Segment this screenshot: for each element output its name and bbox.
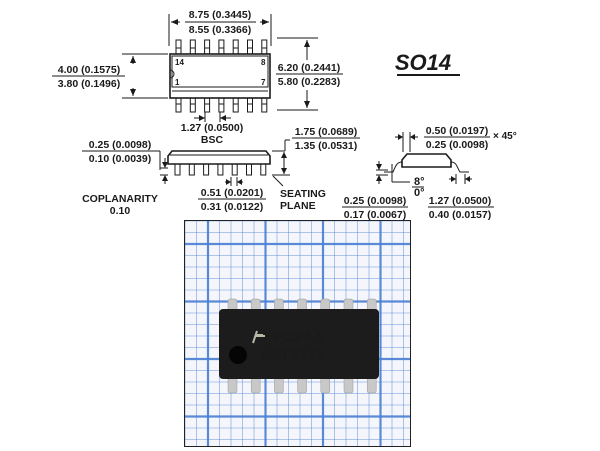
standoff-max: 0.25 (0.0098) <box>89 139 151 151</box>
end-view: 0.50 (0.0197) 0.25 (0.0098) × 45° 8° 0° … <box>342 125 517 220</box>
foot-angle-min: 0° <box>414 187 425 199</box>
lead <box>218 98 225 113</box>
lead <box>175 98 182 113</box>
lead <box>232 98 239 113</box>
lead <box>261 39 268 54</box>
chip-photo: PC8AA FST3125 <box>184 220 411 447</box>
lead <box>175 39 182 54</box>
chip-marking-line1: PC8AA <box>273 329 325 345</box>
top-view-body <box>169 53 271 99</box>
height-max: 1.75 (0.0689) <box>295 126 357 138</box>
lead-width-max: 0.51 (0.0201) <box>201 187 263 199</box>
top-view-lower-leads <box>175 98 268 113</box>
side-lead <box>203 163 210 176</box>
lead <box>204 39 211 54</box>
lead <box>204 98 211 113</box>
lead-thickness-max: 0.25 (0.0098) <box>344 195 406 207</box>
photo-lead <box>250 376 261 394</box>
pitch-value: 1.27 (0.0500) <box>181 122 243 134</box>
body-length-min: 8.55 (0.3366) <box>189 24 251 36</box>
lead <box>261 98 268 113</box>
top-view-upper-leads <box>175 39 268 54</box>
pin-label-1: 1 <box>175 78 180 87</box>
fairchild-logo-icon <box>252 330 265 344</box>
side-lead <box>174 163 181 176</box>
lead <box>189 39 196 54</box>
lead-thickness-min: 0.17 (0.0067) <box>344 209 406 220</box>
package-title: SO14 <box>395 50 451 75</box>
standoff-dimension: 0.25 (0.0098) 0.10 (0.0039) <box>82 139 168 184</box>
standoff-min: 0.10 (0.0039) <box>89 153 151 165</box>
photo-lead <box>274 376 284 394</box>
chamfer-max: 0.50 (0.0197) <box>426 125 488 137</box>
so14-dimension-drawing: 8.75 (0.3445) 8.55 (0.3366) 14 8 1 7 4.0… <box>52 9 517 220</box>
body-length-dimension: 8.75 (0.3445) 8.55 (0.3366) <box>168 9 272 46</box>
photo-lead <box>343 376 354 394</box>
coplanarity-label: COPLANARITY <box>82 193 158 205</box>
coplanarity-value: 0.10 <box>110 205 131 217</box>
seating-plane-note: SEATING PLANE <box>272 175 326 212</box>
overall-width-max: 6.20 (0.2441) <box>278 62 340 74</box>
photo-lead <box>227 376 238 394</box>
seating-line2: PLANE <box>280 200 316 212</box>
side-view <box>167 150 271 176</box>
coplanarity-note: COPLANARITY 0.10 <box>82 193 158 217</box>
foot-length-min: 0.40 (0.0157) <box>429 209 491 220</box>
pin-label-8: 8 <box>261 58 266 67</box>
photo-lead <box>297 376 307 394</box>
body-length-max: 8.75 (0.3445) <box>189 9 251 21</box>
pin-label-7: 7 <box>261 78 266 87</box>
lead <box>218 39 225 54</box>
seating-line1: SEATING <box>280 188 326 200</box>
chamfer-suffix: × 45° <box>493 131 517 142</box>
lead-width-dimension: 0.51 (0.0201) 0.31 (0.0122) <box>198 177 266 213</box>
photo-lead <box>320 376 331 394</box>
pitch-note: BSC <box>201 134 224 146</box>
chamfer-min: 0.25 (0.0098) <box>426 139 488 151</box>
side-lead <box>260 163 267 176</box>
foot-length-max: 1.27 (0.0500) <box>429 195 491 207</box>
side-lead <box>217 163 224 176</box>
lead <box>247 39 253 54</box>
lead <box>247 98 253 113</box>
pin1-notch <box>169 69 175 79</box>
pin1-dot <box>229 346 247 364</box>
lead <box>232 39 239 54</box>
side-lead <box>188 163 195 176</box>
chip-body <box>219 309 379 379</box>
side-lead <box>231 163 238 176</box>
body-width-max: 4.00 (0.1575) <box>58 64 120 76</box>
height-min: 1.35 (0.0531) <box>295 140 357 152</box>
body-width-min: 3.80 (0.1496) <box>58 78 120 90</box>
foot-angle-max: 8° <box>414 176 425 188</box>
photo-lead <box>366 376 377 394</box>
chip-marking-line2: FST3125 <box>261 346 326 362</box>
lead-width-min: 0.31 (0.0122) <box>201 201 263 213</box>
pin-label-14: 14 <box>175 58 184 67</box>
body-width-dimension: 4.00 (0.1575) 3.80 (0.1496) <box>52 53 168 99</box>
overall-width-min: 5.80 (0.2283) <box>278 76 340 88</box>
pitch-dimension: 1.27 (0.0500) BSC <box>181 112 243 146</box>
height-dimension: 1.75 (0.0689) 1.35 (0.0531) <box>272 126 360 176</box>
overall-width-dimension: 6.20 (0.2441) 5.80 (0.2283) <box>276 37 343 111</box>
lead <box>189 98 196 113</box>
side-lead <box>246 163 252 176</box>
